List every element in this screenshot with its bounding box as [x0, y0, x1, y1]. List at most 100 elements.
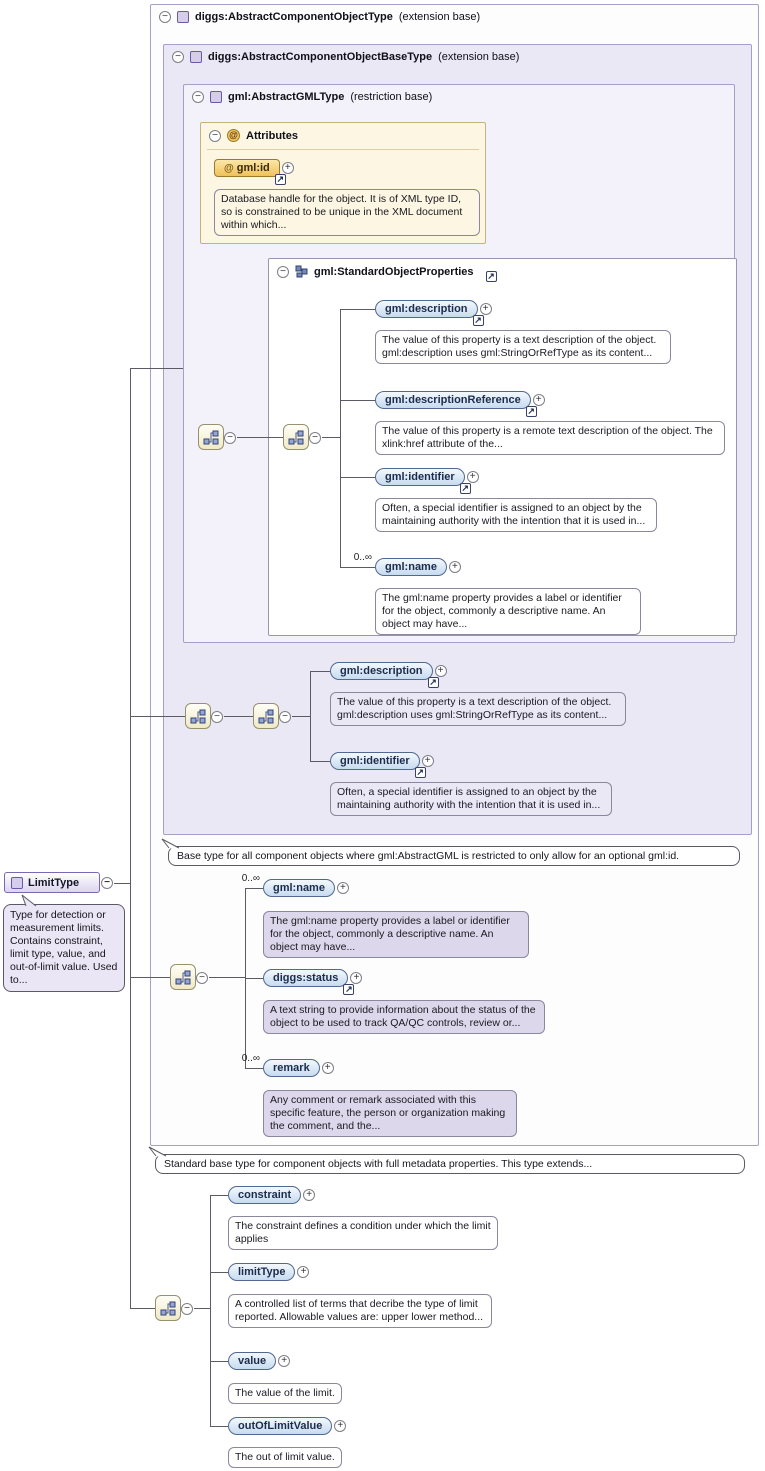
element-out-of-limit-value[interactable]: outOfLimitValue + — [228, 1417, 347, 1435]
sequence-icon — [203, 430, 219, 444]
sequence-compositor[interactable]: − — [198, 424, 236, 450]
connector — [246, 1068, 263, 1069]
sequence-icon — [258, 709, 274, 723]
group-box-standard-object-properties: − gml:StandardObjectProperties ↗ — [268, 258, 737, 636]
element-label: gml:identifier — [385, 471, 455, 483]
connector — [322, 437, 340, 438]
link-arrow-icon[interactable]: ↗ — [427, 677, 439, 688]
expand-icon[interactable]: + — [321, 1062, 334, 1074]
attributes-box: − @ Attributes — [200, 122, 486, 244]
element-label: constraint — [238, 1189, 292, 1201]
link-arrow-icon[interactable]: ↗ — [343, 984, 355, 995]
sequence-compositor[interactable]: − — [283, 424, 321, 450]
collapse-icon[interactable]: − — [309, 432, 321, 444]
link-arrow-icon[interactable]: ↗ — [525, 406, 537, 417]
element-gml-identifier[interactable]: gml:identifier + ↗ — [375, 468, 479, 494]
connector — [130, 977, 170, 978]
collapse-icon[interactable]: − — [224, 432, 236, 444]
callout-tail — [161, 838, 180, 849]
annotation: The value of this property is a text des… — [375, 330, 671, 364]
connector — [246, 888, 263, 889]
link-arrow-icon[interactable]: ↗ — [472, 315, 484, 326]
expand-icon[interactable]: + — [350, 972, 363, 984]
connector-trunk — [130, 368, 131, 1309]
connector — [210, 1195, 211, 1427]
expand-icon[interactable]: + — [278, 1355, 291, 1367]
element-gml-description-reference[interactable]: gml:descriptionReference + ↗ — [375, 391, 545, 417]
connector — [341, 567, 375, 568]
connector — [211, 1195, 228, 1196]
annotation: The constraint defines a condition under… — [228, 1216, 498, 1250]
link-arrow-icon[interactable]: ↗ — [459, 483, 471, 494]
connector — [114, 883, 130, 884]
element-gml-description[interactable]: gml:description + ↗ — [375, 300, 492, 326]
connector — [311, 761, 330, 762]
connector — [310, 671, 311, 762]
attribute-gml-id[interactable]: @gml:id + ↗ — [214, 159, 294, 185]
sequence-compositor[interactable]: − — [185, 703, 223, 729]
callout-base-type: Base type for all component objects wher… — [161, 838, 740, 866]
collapse-icon[interactable]: − — [159, 11, 171, 23]
element-gml-description[interactable]: gml:description + ↗ — [330, 662, 447, 688]
limittype-node[interactable]: LimitType − — [4, 872, 113, 893]
element-value[interactable]: value + — [228, 1352, 291, 1370]
collapse-icon[interactable]: − — [277, 265, 289, 278]
element-label: gml:identifier — [340, 755, 410, 767]
expand-icon[interactable]: + — [448, 561, 461, 573]
collapse-icon[interactable]: − — [196, 972, 208, 984]
element-label: value — [238, 1355, 267, 1367]
connector — [237, 437, 283, 438]
collapse-icon[interactable]: − — [192, 91, 204, 103]
sequence-compositor[interactable]: − — [170, 964, 208, 990]
expand-icon[interactable]: + — [479, 303, 492, 315]
link-arrow-icon[interactable]: ↗ — [274, 174, 286, 185]
annotation: Often, a special identifier is assigned … — [330, 782, 612, 816]
expand-icon[interactable]: + — [434, 665, 447, 677]
expand-icon[interactable]: + — [297, 1266, 310, 1278]
connector — [341, 477, 375, 478]
connector — [130, 1308, 155, 1309]
collapse-icon[interactable]: − — [181, 1303, 193, 1315]
sequence-compositor[interactable]: − — [253, 703, 291, 729]
limittype-label: LimitType — [28, 876, 80, 889]
callout-text: Base type for all component objects wher… — [177, 850, 680, 862]
connector — [211, 1361, 228, 1362]
header-divider — [207, 149, 479, 150]
element-label: gml:description — [340, 665, 423, 677]
connector — [211, 1426, 228, 1427]
element-remark[interactable]: remark + — [263, 1059, 334, 1077]
expand-icon[interactable]: + — [336, 882, 349, 894]
element-constraint[interactable]: constraint + — [228, 1186, 316, 1204]
collapse-icon[interactable]: − — [101, 877, 113, 889]
link-arrow-icon[interactable]: ↗ — [414, 767, 426, 778]
expand-icon[interactable]: + — [466, 471, 479, 483]
annotation: The value of this property is a remote t… — [375, 421, 725, 455]
expand-icon[interactable]: + — [532, 394, 545, 406]
collapse-icon[interactable]: − — [172, 51, 184, 63]
collapse-icon[interactable]: − — [211, 711, 223, 723]
element-limit-type[interactable]: limitType + — [228, 1263, 310, 1281]
sequence-compositor[interactable]: − — [155, 1295, 193, 1321]
expand-icon[interactable]: + — [421, 755, 434, 767]
expand-icon[interactable]: + — [281, 162, 294, 174]
connector — [340, 309, 341, 568]
collapse-icon[interactable]: − — [279, 711, 291, 723]
type-box-header: − diggs:AbstractComponentObjectBaseType … — [164, 45, 751, 69]
connector — [311, 671, 330, 672]
element-label: outOfLimitValue — [238, 1420, 323, 1432]
occurrence-label: 0..∞ — [353, 552, 372, 563]
link-arrow-icon[interactable]: ↗ — [485, 271, 497, 282]
type-name: gml:AbstractGMLType — [228, 91, 345, 103]
annotation: Any comment or remark associated with th… — [263, 1090, 517, 1137]
expand-icon[interactable]: + — [334, 1420, 347, 1432]
complex-type-icon — [177, 11, 189, 23]
expand-icon[interactable]: + — [303, 1189, 316, 1201]
element-gml-name[interactable]: gml:name + — [263, 879, 349, 897]
attributes-header: − @ Attributes — [201, 123, 485, 148]
collapse-icon[interactable]: − — [209, 129, 221, 142]
element-diggs-status[interactable]: diggs:status + ↗ — [263, 969, 363, 995]
element-gml-name[interactable]: gml:name + — [375, 558, 461, 576]
element-gml-identifier[interactable]: gml:identifier + ↗ — [330, 752, 434, 778]
element-label: gml:descriptionReference — [385, 394, 521, 406]
connector — [194, 1308, 210, 1309]
